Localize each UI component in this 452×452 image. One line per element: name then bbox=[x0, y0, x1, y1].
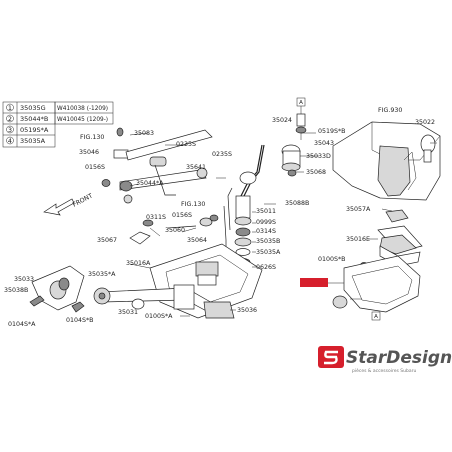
label-0235s-b: 0235S bbox=[212, 151, 232, 158]
legend-num-1: 1 bbox=[8, 104, 12, 112]
label-0999s: 0999S bbox=[256, 219, 276, 226]
label-0156s-b: 0156S bbox=[172, 212, 192, 219]
label-35067: 35067 bbox=[97, 237, 117, 244]
base-plate-35038: A 35038 bbox=[300, 255, 421, 321]
label-35043: 35043 bbox=[314, 140, 334, 147]
label-35035a-mid: 35035A bbox=[256, 249, 281, 256]
label-0626s: 0626S bbox=[256, 264, 276, 271]
front-label: FRONT bbox=[72, 192, 94, 208]
label-35033: 35033 bbox=[14, 276, 34, 283]
left-bracket-35033 bbox=[29, 265, 85, 313]
label-35641: 35641 bbox=[186, 164, 206, 171]
legend-note-1: W410038 (-1209) bbox=[57, 106, 108, 112]
lower-linkage-35031 bbox=[93, 284, 235, 319]
label-35033d: 35033D bbox=[306, 153, 331, 160]
label-35022: 35022 bbox=[415, 119, 435, 126]
label-35046: 35046 bbox=[79, 149, 99, 156]
shifter-mechanism-right bbox=[359, 209, 423, 270]
label-35031: 35031 bbox=[118, 309, 138, 316]
label-0100sa: 0100S*A bbox=[145, 313, 173, 320]
label-fig130-b: FIG.130 bbox=[181, 201, 205, 208]
label-0156s-a: 0156S bbox=[85, 164, 105, 171]
label-fig930: FIG.930 bbox=[378, 107, 402, 114]
label-35035b: 35035B bbox=[256, 238, 280, 245]
label-35044a: 35044*A bbox=[136, 180, 164, 187]
label-35016a: 35016A bbox=[126, 260, 151, 267]
label-35016e: 35016E bbox=[346, 236, 370, 243]
label-fig130-a: FIG.130 bbox=[80, 134, 104, 141]
legend-num-4: 4 bbox=[8, 137, 12, 145]
label-35057a: 35057A bbox=[346, 206, 371, 213]
label-0519sb: 0519S*B bbox=[318, 128, 346, 135]
label-35083: 35083 bbox=[134, 130, 154, 137]
legend-table: 1 2 3 4 35035G 35044*B 0519S*A 35035A W4… bbox=[2, 101, 114, 148]
legend-code-2: 35044*B bbox=[20, 115, 48, 123]
small-parts-left bbox=[129, 214, 219, 245]
label-35060: 35060 bbox=[165, 227, 185, 234]
leader-lines bbox=[129, 132, 437, 317]
marker-a-bottom: A bbox=[374, 314, 378, 320]
logo-tagline: pièces & accessoires Subaru bbox=[352, 367, 416, 374]
label-0235s-a: 0235S bbox=[176, 141, 196, 148]
label-35035a-low: 35035*A bbox=[88, 271, 116, 278]
legend-code-3: 0519S*A bbox=[20, 126, 49, 134]
legend-num-2: 2 bbox=[8, 115, 12, 123]
label-35088b: 35088B bbox=[285, 200, 309, 207]
center-console-cover bbox=[332, 121, 441, 201]
stardesign-logo: StarDesign pièces & accessoires Subaru bbox=[318, 346, 452, 374]
upper-shift-rod-parts: A bbox=[281, 97, 307, 177]
front-direction-arrow: FRONT bbox=[43, 192, 94, 216]
legend-code-1: 35035G bbox=[20, 104, 46, 112]
label-35024: 35024 bbox=[272, 117, 292, 124]
marker-a-top: A bbox=[299, 100, 303, 106]
highlight-35038-box bbox=[300, 278, 328, 287]
legend-num-3: 3 bbox=[8, 126, 12, 134]
legend-code-4: 35035A bbox=[20, 137, 46, 145]
label-0314s: 0314S bbox=[256, 228, 276, 235]
legend-note-2: W410045 (1209-) bbox=[57, 117, 108, 123]
part-labels: 35024 0519S*B 35043 35033D 35068 FIG.930… bbox=[4, 107, 435, 328]
label-35038b: 35038B bbox=[4, 287, 28, 294]
label-35068: 35068 bbox=[306, 169, 326, 176]
label-0311s: 0311S bbox=[146, 214, 166, 221]
label-0104sa: 0104S*A bbox=[8, 321, 36, 328]
highlight-35038-label: 35038 bbox=[305, 282, 323, 288]
label-0100sb: 0100S*B bbox=[318, 256, 346, 263]
label-35064: 35064 bbox=[187, 237, 207, 244]
logo-brand: StarDesign bbox=[346, 348, 452, 368]
label-35036: 35036 bbox=[237, 307, 257, 314]
label-0104sb: 0104S*B bbox=[66, 317, 94, 324]
label-35011: 35011 bbox=[256, 208, 276, 215]
